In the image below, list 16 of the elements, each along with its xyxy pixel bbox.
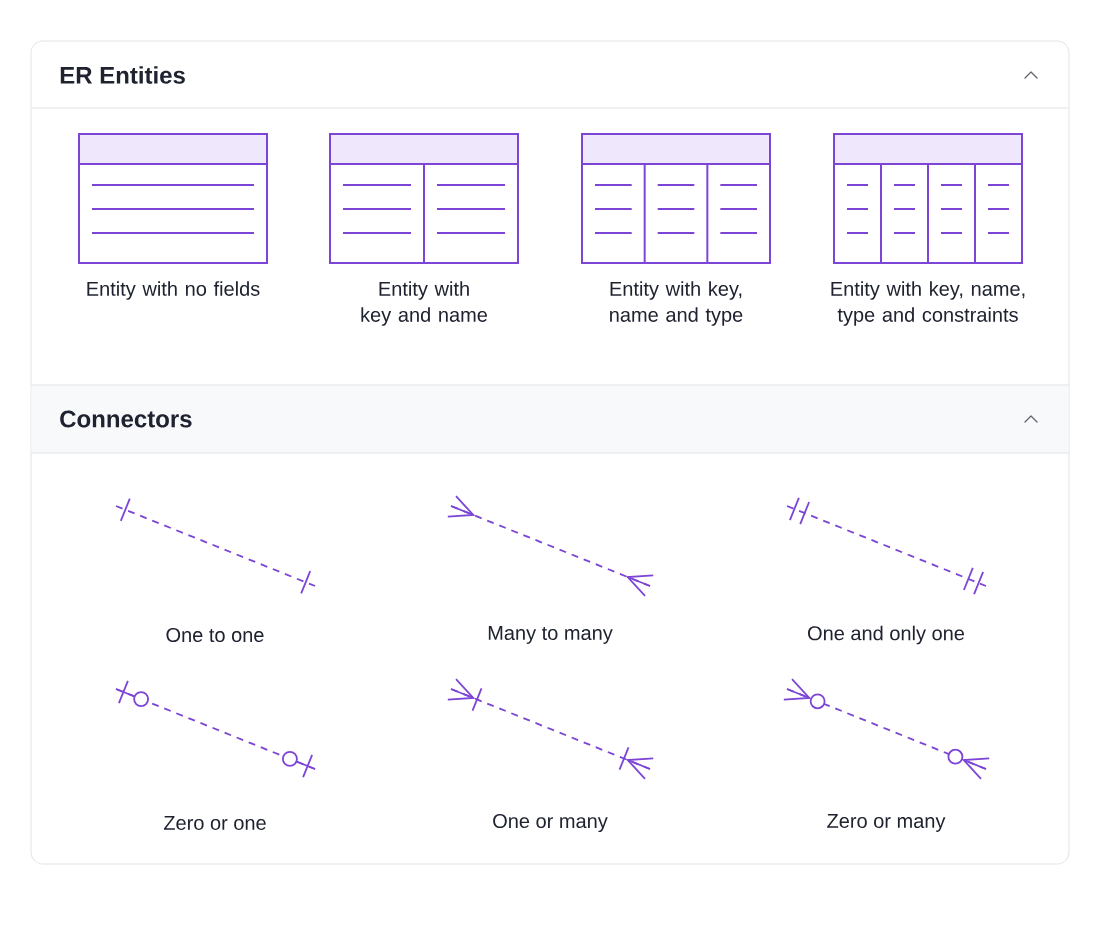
connector-caption: Many to many [488,626,613,644]
connector-caption: One to one [166,627,264,643]
connector-caption: Zero or one [163,816,266,830]
connector-caption: One or many [493,813,608,833]
entity-caption: Entity with no fields [87,281,260,300]
entity-table-icon [329,133,519,264]
connector-caption: Zero or many [827,814,946,832]
entity-caption: Entity with key, name, type and constraints [831,281,1025,326]
section-heading: Connectors [60,410,192,428]
entity-caption: Entity with key and name [361,281,487,326]
entity-table-icon [581,133,771,264]
section-heading: ER Entities [60,66,185,84]
entity-table-icon [78,133,268,264]
entity-caption: Entity with key, name and type [610,281,743,326]
entity-table-icon [833,133,1023,264]
connector-caption: One and only one [808,625,964,645]
